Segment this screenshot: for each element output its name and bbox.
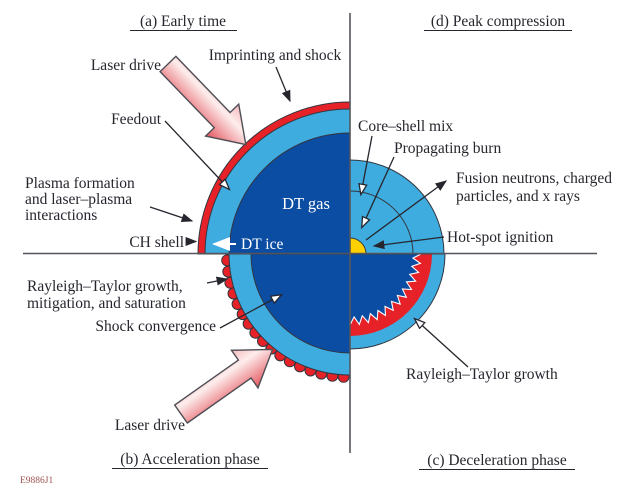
laser-drive-label-top: Laser drive — [91, 57, 161, 74]
hot-spot-arrow — [372, 236, 445, 250]
fusion-products-label-line2: particles, and x rays — [456, 188, 580, 205]
fusion-products-label-line1: Fusion neutrons, charged — [456, 170, 612, 187]
plasma-formation-label-line2: and laser–plasma — [25, 191, 132, 208]
rt-mitigation-label-line1: Rayleigh–Taylor growth, — [27, 278, 183, 295]
heading-deceleration: (c) Deceleration phase — [427, 452, 567, 469]
accel-fuel-core — [250, 253, 351, 354]
core-shell-mix-arrow — [361, 135, 373, 194]
rt-growth-arrow — [415, 319, 469, 368]
feedout-arrow — [164, 120, 229, 189]
dt-ice-label: DT ice — [241, 236, 283, 253]
shock-convergence-arrow — [219, 295, 281, 329]
laser-drive-arrow-top — [159, 55, 247, 146]
heading-early-time: (a) Early time — [140, 13, 226, 30]
feedout-label: Feedout — [111, 111, 162, 128]
heading-acceleration: (b) Acceleration phase — [120, 451, 260, 468]
core-shell-mix-label: Core–shell mix — [358, 118, 453, 135]
compressed-shell — [349, 159, 445, 255]
shock-convergence-label: Shock convergence — [95, 318, 216, 335]
rt-growth-label: Rayleigh–Taylor growth — [406, 366, 558, 383]
laser-drive-label-bottom: Laser drive — [115, 417, 185, 434]
imprinting-label: Imprinting and shock — [209, 47, 342, 64]
laser-drive-arrow-bottom — [173, 348, 274, 424]
decel-jagged-core — [349, 253, 422, 326]
rt-mitigation-label-line2: mitigation, and saturation — [27, 295, 186, 312]
dt-gas-core — [228, 132, 351, 255]
fusion-products-arrow — [365, 180, 448, 241]
figure-id: E9886J1 — [20, 476, 54, 486]
propagating-burn-arrow — [362, 156, 395, 227]
dt-gas-label: DT gas — [282, 194, 330, 213]
propagating-burn-label: Propagating burn — [394, 140, 501, 157]
hot-spot-label: Hot-spot ignition — [447, 229, 554, 246]
rt-mitigation-arrow — [206, 276, 229, 286]
plasma-formation-label-line3: interactions — [25, 207, 97, 224]
plasma-formation-label-line1: Plasma formation — [25, 175, 135, 192]
heading-peak-compression: (d) Peak compression — [431, 13, 566, 30]
ch-shell-label: CH shell — [129, 234, 184, 251]
imprinting-arrow — [275, 66, 291, 103]
plasma-formation-arrow — [149, 206, 194, 223]
